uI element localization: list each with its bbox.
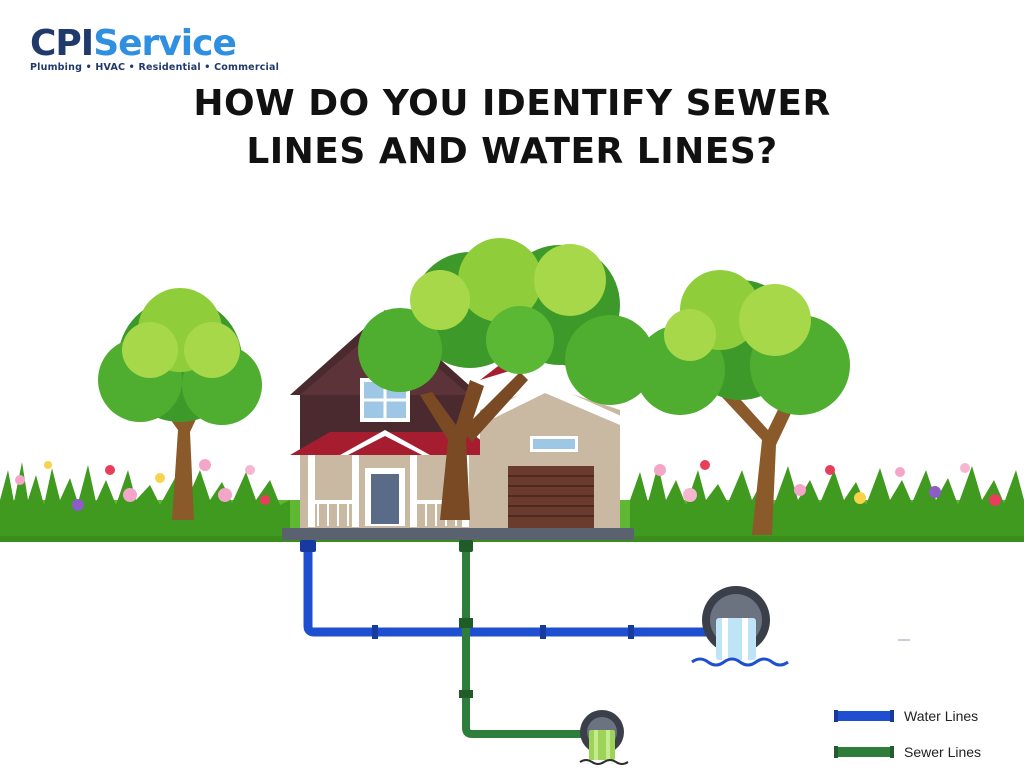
water-main-outlet <box>691 586 789 667</box>
legend-swatch-water <box>834 711 894 721</box>
sewer-line-pipe <box>462 542 592 738</box>
brand-name-part1: CPI <box>30 23 94 64</box>
page-title-line1: HOW DO YOU IDENTIFY SEWER <box>193 83 831 124</box>
flowers <box>15 459 1001 511</box>
water-line-fittings <box>300 540 634 639</box>
legend-item-water: Water Lines <box>834 698 981 734</box>
legend-label-water: Water Lines <box>904 708 979 724</box>
center-tree <box>358 238 655 520</box>
page-title: HOW DO YOU IDENTIFY SEWER LINES AND WATE… <box>0 80 1024 176</box>
legend-swatch-sewer <box>834 747 894 757</box>
right-tree <box>635 270 850 535</box>
sewer-line-fittings <box>459 540 473 698</box>
sewer-main-outlet <box>579 710 629 765</box>
legend-label-sewer: Sewer Lines <box>904 744 982 760</box>
brand-tagline: Plumbing • HVAC • Residential • Commerci… <box>30 62 280 73</box>
left-tree <box>98 288 262 520</box>
page-title-line2: LINES AND WATER LINES? <box>246 131 778 172</box>
brand-name: CPIService <box>30 24 279 64</box>
water-line-pipe <box>303 542 712 637</box>
brand-logo: CPIService Plumbing • HVAC • Residential… <box>30 24 280 74</box>
legend: Water Lines Sewer Lines <box>834 698 981 770</box>
legend-item-sewer: Sewer Lines <box>834 734 981 770</box>
brand-name-part2: Service <box>93 23 237 64</box>
